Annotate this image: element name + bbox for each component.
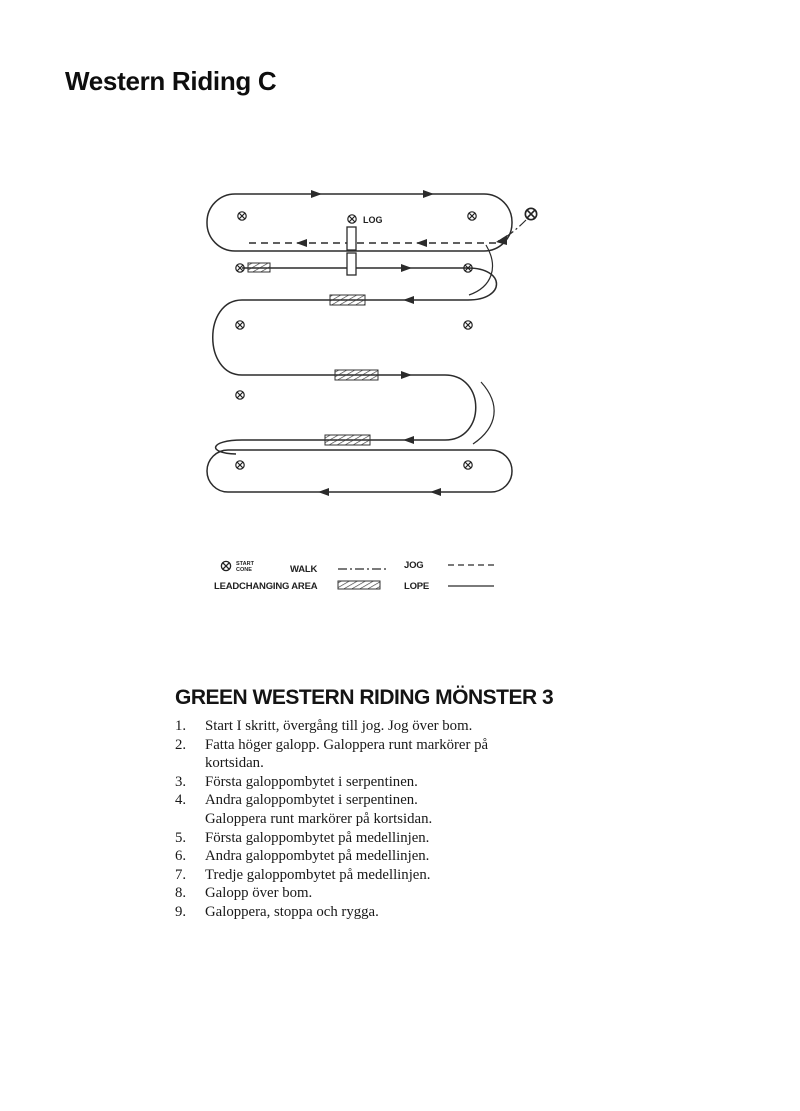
cone-marker-icon	[463, 320, 473, 330]
pattern-step: 1. Start I skritt, övergång till jog. Jo…	[175, 717, 605, 736]
direction-arrow-icon	[496, 235, 507, 245]
step-text: Galopp över bom.	[205, 885, 313, 902]
step-number: 5.	[175, 829, 187, 846]
cone-marker-icon	[463, 460, 473, 470]
step-text: Andra galoppombytet i serpentinen.	[205, 792, 418, 809]
legend-start-label: CONE	[236, 567, 252, 573]
log-obstacle	[346, 252, 357, 276]
step-number: 1.	[175, 718, 187, 734]
pattern-step: 7. Tredje galoppombytet på medellinjen.	[175, 866, 605, 885]
cone-marker-icon	[235, 460, 245, 470]
step-text: Första galoppombytet i serpentinen.	[205, 773, 418, 790]
direction-arrow-icon	[401, 264, 412, 272]
pattern-step: 5. Första galoppombytet på medellinjen.	[175, 829, 605, 848]
step-number: 8.	[175, 885, 187, 902]
step-text: Första galoppombytet på medellinjen.	[205, 829, 430, 846]
walk-entry-path	[497, 219, 527, 242]
direction-arrow-icon	[403, 296, 414, 304]
lope-loop-path	[472, 381, 495, 445]
step-text: Start I skritt, övergång till jog. Jog ö…	[205, 718, 473, 734]
step-text: Andra galoppombytet på medellinjen.	[205, 848, 430, 865]
legend-lead-changing-label: LEADCHANGING AREA	[214, 581, 318, 592]
bottom-track-path	[206, 449, 513, 493]
step-text: Tredje galoppombytet på medellinjen.	[205, 866, 431, 883]
direction-arrow-icon	[311, 190, 322, 198]
direction-arrow-icon	[423, 190, 434, 198]
cone-marker-icon	[237, 211, 247, 221]
pattern-step: 8. Galopp över bom.	[175, 884, 605, 903]
legend-lead-changing-swatch	[337, 580, 381, 590]
lead-changing-area	[324, 434, 371, 446]
legend-start-label: START	[236, 561, 255, 567]
direction-arrow-icon	[403, 436, 414, 444]
pattern-step: 2. Fatta höger galopp. Galoppera runt ma…	[175, 736, 605, 755]
step-text: Fatta höger galopp. Galoppera runt markö…	[205, 736, 489, 753]
step-number	[175, 810, 205, 829]
lope-loop-path	[468, 244, 494, 296]
legend-walk-label: WALK	[290, 564, 318, 575]
lead-changing-area	[334, 369, 379, 381]
pattern-step: 6. Andra galoppombytet på medellinjen.	[175, 847, 605, 866]
legend-start-cone-icon	[220, 560, 232, 572]
pattern-diagram: LOG START CONE WALK JOG LEADCHANGING ARE…	[206, 190, 538, 592]
legend: START CONE WALK JOG LEADCHANGING AREA LO…	[214, 560, 494, 592]
step-number: 9.	[175, 903, 187, 920]
direction-arrow-icon	[430, 488, 441, 496]
cone-marker-icon	[235, 320, 245, 330]
direction-arrow-icon	[401, 371, 412, 379]
step-number: 3.	[175, 773, 187, 790]
pattern-step: 9. Galoppera, stoppa och rygga.	[175, 903, 605, 922]
direction-arrow-icon	[318, 488, 329, 496]
pattern-step-continuation: Galoppera runt markörer på kortsidan.	[175, 810, 605, 829]
step-text: Galoppera runt markörer på kortsidan.	[205, 810, 433, 827]
step-number: 6.	[175, 848, 187, 865]
direction-arrow-icon	[296, 239, 307, 247]
pattern-step: 4. Andra galoppombytet i serpentinen.	[175, 791, 605, 810]
step-text: kortsidan.	[205, 755, 264, 772]
pattern-step-continuation: kortsidan.	[175, 754, 605, 773]
legend-lope-label: LOPE	[404, 581, 429, 592]
cone-marker-icon	[347, 214, 357, 224]
lead-changing-area	[247, 262, 271, 273]
legend-jog-label: JOG	[404, 560, 423, 571]
direction-arrow-icon	[416, 239, 427, 247]
pattern-description: GREEN WESTERN RIDING MÖNSTER 3 1. Start …	[175, 686, 605, 922]
page-title: Western Riding C	[65, 66, 277, 96]
log-label: LOG	[363, 215, 383, 225]
pattern-heading: GREEN WESTERN RIDING MÖNSTER 3	[175, 686, 554, 709]
top-track-path	[206, 193, 513, 252]
start-cone-icon	[524, 207, 538, 221]
pattern-step: 3. Första galoppombytet i serpentinen.	[175, 773, 605, 792]
step-number: 2.	[175, 736, 187, 753]
lead-changing-area	[329, 294, 366, 306]
step-number	[175, 754, 205, 773]
step-number: 7.	[175, 866, 187, 883]
serpentine-path	[212, 267, 498, 455]
cone-marker-icon	[467, 211, 477, 221]
step-text: Galoppera, stoppa och rygga.	[205, 903, 379, 920]
step-number: 4.	[175, 792, 187, 809]
cone-marker-icon	[235, 390, 245, 400]
log-obstacle	[346, 226, 357, 251]
